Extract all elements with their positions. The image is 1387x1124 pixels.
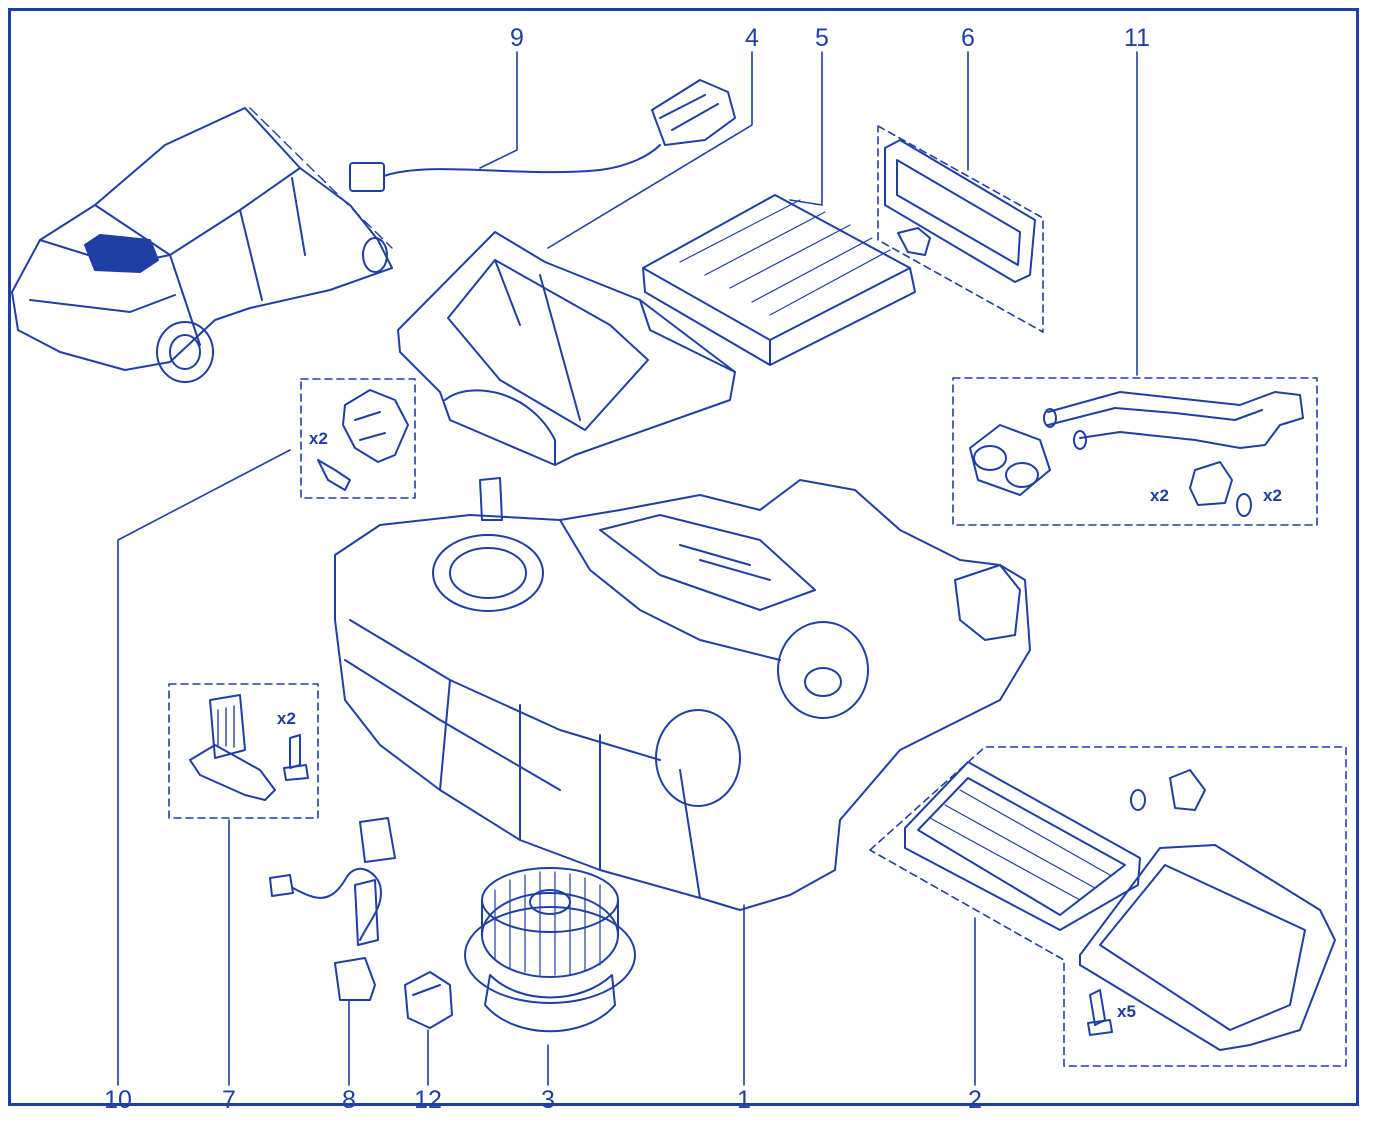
part-3-blower xyxy=(464,867,636,1033)
leader-5 xyxy=(789,51,823,206)
callout-10: 10 xyxy=(104,1086,132,1114)
group-boxes xyxy=(168,125,1347,1067)
callout-5: 5 xyxy=(815,24,829,52)
multiplier-11-clip: x2 xyxy=(1150,486,1169,505)
callout-7: 7 xyxy=(222,1086,236,1114)
hvac-location-marker xyxy=(84,234,159,273)
leader-lines xyxy=(117,51,1138,1086)
group-box-6 xyxy=(877,125,1044,333)
vehicle-locator xyxy=(11,107,393,383)
leader-4 xyxy=(547,51,753,249)
part-7-resistor xyxy=(189,694,309,801)
multiplier-11-seal: x2 xyxy=(1263,486,1282,505)
callout-8: 8 xyxy=(342,1086,356,1114)
diagram-frame xyxy=(8,8,1359,1106)
group-box-11 xyxy=(952,377,1318,526)
part-11-pipes xyxy=(969,391,1304,517)
group-box-7 xyxy=(168,683,319,819)
part-5-filter xyxy=(642,194,916,366)
leader-9 xyxy=(479,51,518,169)
part-9-wiring xyxy=(349,79,736,192)
group-box-10 xyxy=(300,378,416,499)
part-12-connector xyxy=(404,971,453,1029)
part-1-hvac-unit xyxy=(334,477,1031,911)
callout-1: 1 xyxy=(737,1086,751,1114)
multiplier-10: x2 xyxy=(309,429,328,448)
part-10-actuator xyxy=(317,389,409,491)
callout-9: 9 xyxy=(510,24,524,52)
callout-6: 6 xyxy=(961,24,975,52)
part-2-heater xyxy=(904,761,1336,1051)
multiplier-7: x2 xyxy=(277,709,296,728)
callout-2: 2 xyxy=(968,1086,982,1114)
callout-11: 11 xyxy=(1124,24,1150,52)
leader-10 xyxy=(117,449,291,1086)
group-box-2 xyxy=(869,746,1347,1067)
part-8-harness xyxy=(269,817,396,1001)
part-6-flap xyxy=(884,139,1036,283)
callout-3: 3 xyxy=(541,1086,555,1114)
part-4-upper-housing xyxy=(397,231,736,466)
callout-12: 12 xyxy=(414,1086,442,1114)
multiplier-2-screws: x5 xyxy=(1117,1002,1136,1021)
callout-4: 4 xyxy=(745,24,759,52)
